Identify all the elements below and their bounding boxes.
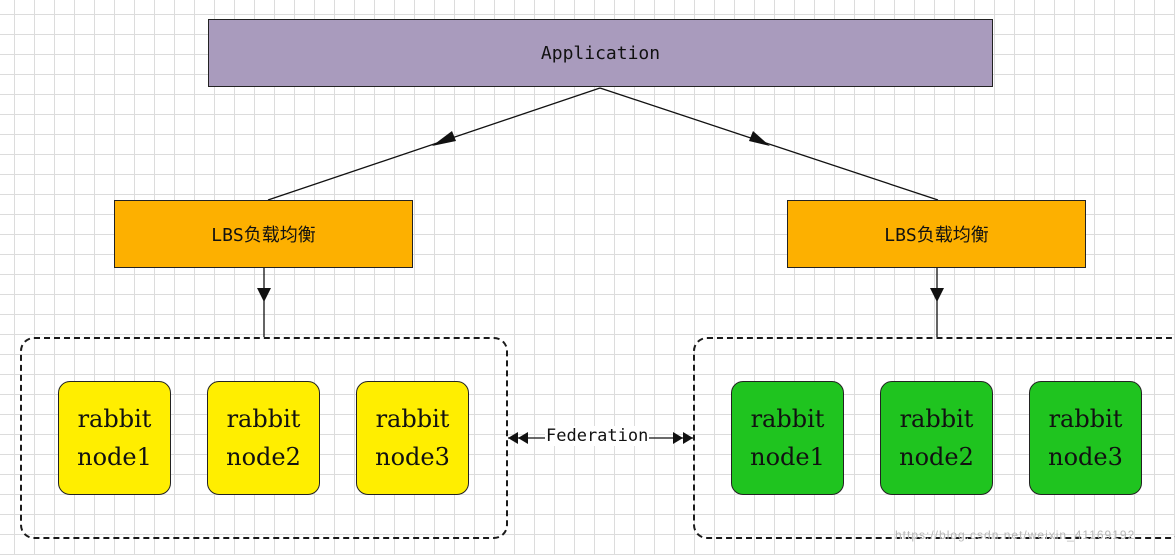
lbs-right-box[interactable]: LBS负载均衡 (787, 200, 1086, 268)
arrowhead-down-left-icon (257, 288, 271, 302)
right-node-3[interactable]: rabbit node3 (1029, 381, 1142, 495)
cluster-right (693, 337, 1175, 539)
node-line2: node3 (1048, 443, 1123, 471)
app-to-lbs-right-line (599, 87, 939, 201)
application-label: Application (540, 42, 661, 64)
federation-arrowhead-icon (683, 432, 693, 444)
lbs-right-label: LBS负载均衡 (884, 225, 989, 246)
node-line1: rabbit (375, 405, 450, 433)
application-box[interactable]: Application (208, 19, 993, 87)
federation-arrowhead-icon (518, 432, 528, 444)
watermark: https://blog.csdn.net/weixin_41169192 (895, 528, 1136, 542)
node-line1: rabbit (750, 405, 825, 433)
right-node-1[interactable]: rabbit node1 (731, 381, 844, 495)
lbs-left-box[interactable]: LBS负载均衡 (114, 200, 413, 268)
node-line1: rabbit (226, 405, 301, 433)
node-line2: node1 (750, 443, 825, 471)
federation-arrowhead-icon (673, 432, 683, 444)
arrowhead-left-icon (432, 131, 456, 146)
app-to-lbs-left-line (267, 87, 601, 201)
lbs-left-label: LBS负载均衡 (211, 225, 316, 246)
arrowhead-down-right-icon (930, 288, 944, 302)
left-node-1[interactable]: rabbit node1 (58, 381, 171, 495)
left-node-2[interactable]: rabbit node2 (207, 381, 320, 495)
node-line1: rabbit (77, 405, 152, 433)
right-node-2[interactable]: rabbit node2 (880, 381, 993, 495)
node-line2: node2 (226, 443, 301, 471)
node-line1: rabbit (1048, 405, 1123, 433)
left-node-3[interactable]: rabbit node3 (356, 381, 469, 495)
arrowhead-right-icon (749, 131, 770, 146)
node-line2: node1 (77, 443, 152, 471)
node-line2: node2 (899, 443, 974, 471)
node-line2: node3 (375, 443, 450, 471)
cluster-left (20, 337, 508, 539)
federation-arrowhead-icon (508, 432, 518, 444)
federation-label: Federation (545, 426, 650, 446)
node-line1: rabbit (899, 405, 974, 433)
